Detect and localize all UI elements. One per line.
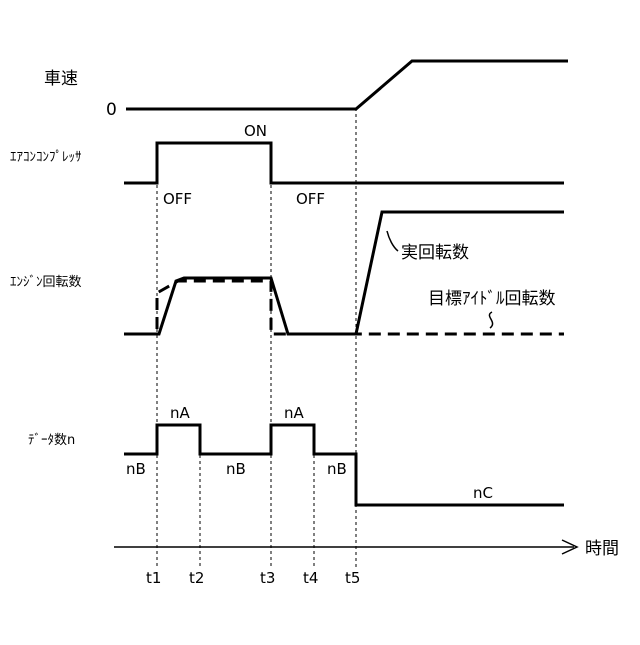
ac-on-label: ON [244,122,267,140]
nB-label-1: nB [126,460,146,478]
nC-label: nC [473,484,493,502]
target-idle-leader [489,312,492,328]
actual-engine-speed-trace [124,212,564,334]
data-count-label: ﾃﾞｰﾀ数n [28,433,75,448]
target-idle-label: 目標ｱｲﾄﾞﾙ回転数 [428,289,556,309]
nB-label-3: nB [327,460,347,478]
tick-label-t4: t4 [303,569,318,587]
actual-speed-leader [387,231,398,251]
nA-label-2: nA [284,404,305,422]
ac-compressor-trace [124,143,564,183]
nB-label-2: nB [226,460,246,478]
vehicle-speed-label: 車速 [44,69,78,89]
ac-off-label-2: OFF [296,190,325,208]
ac-compressor-label: ｴｱｺﾝｺﾝﾌﾟﾚｯｻ [10,150,82,165]
tick-label-t3: t3 [260,569,275,587]
nA-label-1: nA [170,404,191,422]
tick-label-t1: t1 [146,569,161,587]
vehicle-speed-zero-label: 0 [106,100,117,120]
ac-off-label-1: OFF [163,190,192,208]
time-axis-label: 時間 [585,539,619,559]
actual-speed-label: 実回転数 [401,243,469,263]
time-guides [157,108,356,568]
vehicle-speed-trace [126,61,568,109]
engine-speed-label: ｴﾝｼﾞﾝ回転数 [10,275,82,290]
tick-label-t5: t5 [345,569,360,587]
tick-label-t2: t2 [189,569,204,587]
